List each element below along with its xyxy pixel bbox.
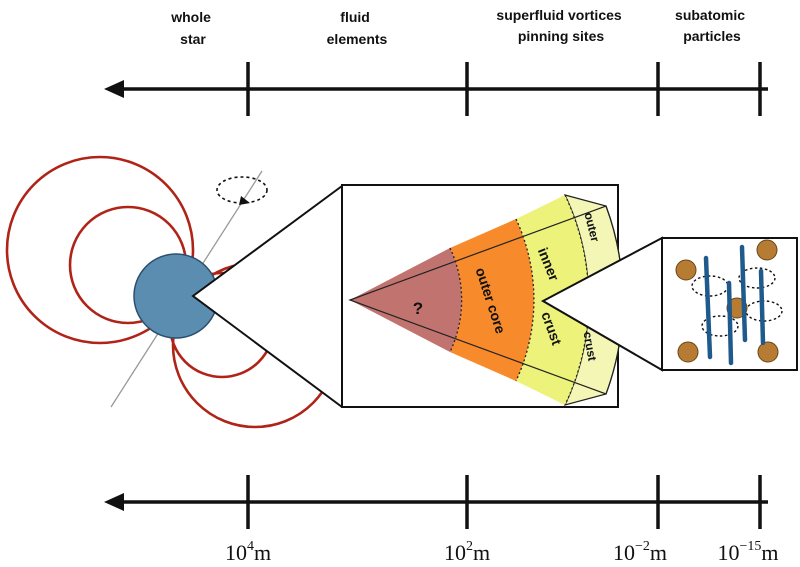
label-superfluid-vortices: superfluid vortices pinning sites bbox=[496, 7, 625, 44]
length-scale-labels: 104m 102m 10−2m 10−15m bbox=[225, 539, 779, 565]
nucleus bbox=[757, 341, 779, 363]
boundary-core-innercore bbox=[449, 247, 463, 353]
tick-label-1e2m: 102m bbox=[444, 539, 490, 565]
bottom-scale-axis bbox=[104, 475, 768, 529]
superfluid-vortex bbox=[703, 255, 713, 360]
top-axis-arrowhead bbox=[104, 80, 124, 98]
tick-label-1e-15m: 10−15m bbox=[717, 539, 778, 565]
label-unknown: ? bbox=[413, 299, 423, 318]
superfluid-vortex bbox=[758, 268, 766, 346]
nucleus bbox=[675, 259, 697, 281]
top-scale-axis bbox=[104, 62, 768, 116]
field-loop-outer-upper bbox=[5, 155, 195, 345]
nucleus bbox=[677, 341, 699, 363]
unknown-core-region bbox=[350, 248, 462, 352]
rotation-arrowhead bbox=[239, 196, 250, 205]
label-outer-crust-bottom: crust bbox=[580, 331, 599, 362]
nucleus bbox=[756, 239, 778, 261]
label-subatomic-particles: subatomic particles bbox=[675, 7, 749, 44]
superfluid-vortex bbox=[739, 244, 748, 343]
tick-label-1e4m: 104m bbox=[225, 539, 271, 565]
zoom-wedge-star bbox=[191, 185, 343, 408]
label-fluid-elements: fluid elements bbox=[327, 9, 388, 47]
neutron-star-group bbox=[5, 155, 339, 429]
scale-labels: whole star fluid elements superfluid vor… bbox=[170, 7, 749, 47]
label-whole-star: whole star bbox=[170, 9, 215, 47]
pinning-site-ring bbox=[738, 267, 776, 289]
pinning-site-ring bbox=[701, 315, 739, 337]
zoom-callout-star bbox=[191, 185, 343, 408]
pinning-lattice bbox=[675, 239, 783, 366]
bottom-axis-arrowhead bbox=[104, 493, 124, 511]
tick-label-1e-2m: 10−2m bbox=[613, 539, 667, 565]
outer-core-region bbox=[450, 219, 534, 381]
superfluid-vortex bbox=[726, 280, 734, 366]
